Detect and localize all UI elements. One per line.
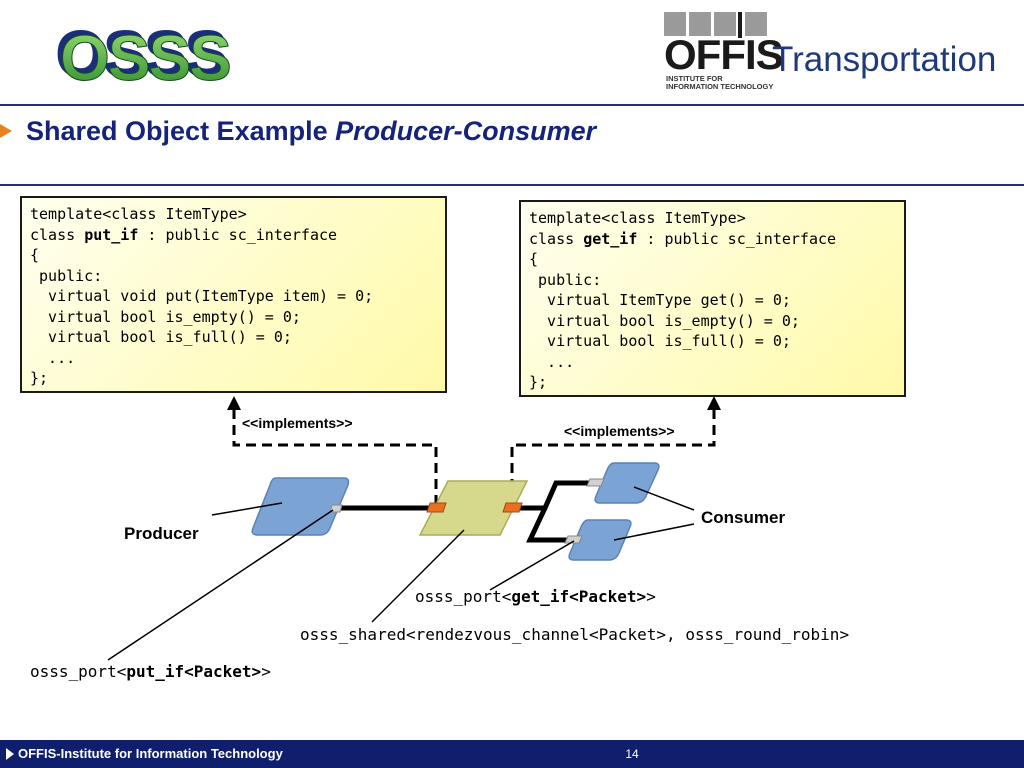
code-right-line-2-suffix: : public sc_interface <box>637 229 837 248</box>
implements-label-right: <<implements>> <box>564 423 675 439</box>
implements-label-left: <<implements>> <box>242 415 353 431</box>
code-right-line-2-prefix: class <box>529 229 584 248</box>
code-right-line-8: ... <box>529 352 575 371</box>
code-left-line-2-prefix: class <box>30 225 85 244</box>
transportation-wordmark: Transportation <box>772 40 997 79</box>
consumer-bottom-connection-line <box>526 506 568 543</box>
get-port-suffix: > <box>646 587 656 606</box>
code-right-line-7: virtual bool is_full() = 0; <box>529 332 791 350</box>
code-left-line-3: { <box>30 246 40 264</box>
get-port-leader-line <box>489 540 575 591</box>
producer-module <box>251 477 350 536</box>
code-right-line-4: public: <box>529 270 602 289</box>
consumer-leader-line-top <box>633 486 695 511</box>
consumer-label: Consumer <box>701 508 786 527</box>
page-number: 14 <box>625 747 639 761</box>
shared-object-label: osss_shared<rendezvous_channel<Packet>, … <box>300 625 850 644</box>
consumer-top-connection-line <box>518 480 592 511</box>
shared-object <box>418 480 529 536</box>
implements-left-line <box>232 408 438 505</box>
footer-bar <box>0 740 1024 768</box>
slide-title-plain: Shared Object Example <box>26 116 328 146</box>
offis-wordmark: OFFIS <box>664 31 784 78</box>
put-port-label: osss_port<put_if<Packet>> <box>30 662 271 681</box>
code-right-line-1: template<class ItemType> <box>529 209 746 227</box>
shared-port-right <box>502 502 523 513</box>
code-right-line-5: virtual ItemType get() = 0; <box>529 291 791 309</box>
footer-institute: OFFIS-Institute for Information Technolo… <box>18 746 283 761</box>
implements-left-arrowhead <box>227 396 241 410</box>
code-left-line-9: }; <box>30 369 49 387</box>
institute-line-1: INSTITUTE FOR <box>666 74 723 83</box>
producer-leader-line <box>211 502 283 516</box>
code-left-line-2-suffix: : public sc_interface <box>138 225 338 244</box>
code-right-class-name: get_if <box>583 229 638 248</box>
code-left-line-6: virtual bool is_empty() = 0; <box>30 307 301 326</box>
osss-logo-fill: OSSS <box>60 22 230 90</box>
shared-port-left <box>426 502 447 513</box>
code-left-line-4: public: <box>30 266 103 285</box>
code-left-line-7: virtual bool is_full() = 0; <box>30 328 292 346</box>
put-port-prefix: osss_port< <box>30 662 127 681</box>
get-if-code-box: template<class ItemType> class get_if : … <box>519 200 906 397</box>
implements-right-line <box>510 410 716 505</box>
put-port-suffix: > <box>261 662 271 681</box>
get-port-type: get_if<Packet> <box>511 587 647 606</box>
diagram-canvas <box>107 396 721 661</box>
get-port-label: osss_port<get_if<Packet>> <box>415 587 656 606</box>
osss-logo-outline: OSSS <box>56 20 226 90</box>
code-right-line-6: virtual bool is_empty() = 0; <box>529 311 800 330</box>
slide-title: Shared Object Example Producer-Consumer <box>26 114 596 148</box>
put-port-type: put_if<Packet> <box>126 662 262 681</box>
code-right-line-3: { <box>529 250 539 268</box>
producer-label: Producer <box>124 524 199 543</box>
institute-line-2: INFORMATION TECHNOLOGY <box>666 82 774 91</box>
shared-leader-line <box>371 529 465 623</box>
consumer-module-top <box>594 462 660 504</box>
institute-caption: INSTITUTE FOR INFORMATION TECHNOLOGY <box>666 75 816 91</box>
osss-logo: OSSS OSSS <box>55 20 232 90</box>
implements-right-arrowhead <box>707 396 721 410</box>
consumer-port-top <box>586 478 605 487</box>
title-bullet-icon <box>0 124 12 138</box>
consumer-port-bottom <box>564 535 583 544</box>
put-if-code-box: template<class ItemType> class put_if : … <box>20 196 447 393</box>
slide-title-italic: Producer-Consumer <box>335 116 597 146</box>
header-rule-top <box>0 104 1024 106</box>
code-left-line-5: virtual void put(ItemType item) = 0; <box>30 287 374 305</box>
put-port-leader-line <box>107 509 334 661</box>
footer-arrow-icon <box>6 748 14 760</box>
consumer-leader-line-bottom <box>613 523 695 541</box>
code-left-class-name: put_if <box>84 225 139 244</box>
offis-logo-blocks <box>664 12 767 38</box>
code-left-line-8: ... <box>30 348 76 367</box>
code-left-line-1: template<class ItemType> <box>30 205 247 223</box>
consumer-module-bottom <box>568 519 632 561</box>
code-right-line-9: }; <box>529 373 548 391</box>
header-rule-bottom <box>0 184 1024 186</box>
get-port-prefix: osss_port< <box>415 587 512 606</box>
